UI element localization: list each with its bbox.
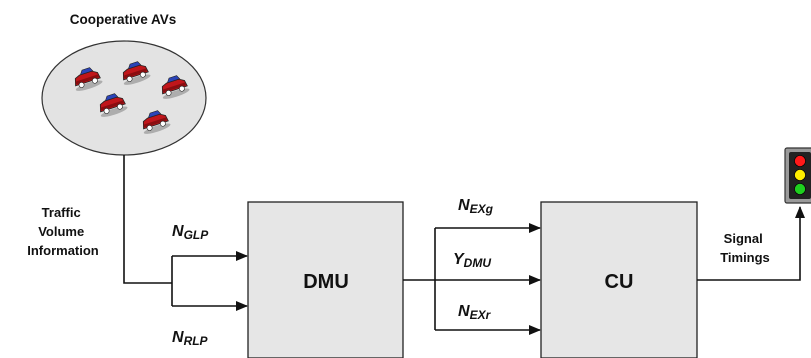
- av-cluster: [41, 40, 207, 156]
- y-dmu-label: YDMU: [453, 251, 491, 270]
- cu-box: [540, 201, 698, 358]
- n-glp-label: NGLP: [172, 223, 209, 242]
- n-rlp-label: NRLP: [172, 329, 209, 348]
- info-wire: [123, 155, 172, 284]
- dmu-box: [247, 201, 404, 358]
- cu-label: CU: [605, 271, 634, 293]
- input-label-line2: Volume: [38, 224, 84, 239]
- traffic-light-icon: [784, 147, 811, 204]
- input-label: Traffic Volume Information: [27, 205, 99, 258]
- dmu-label: DMU: [303, 271, 349, 293]
- output-label: Signal Timings: [720, 231, 770, 265]
- n-exr-label: NEXr: [458, 303, 492, 322]
- input-label-line1: Traffic: [42, 205, 81, 220]
- output-label-line1: Signal: [724, 231, 763, 246]
- output-label-line2: Timings: [720, 250, 770, 265]
- input-label-line3: Information: [27, 243, 99, 258]
- n-exg-label: NEXg: [458, 197, 494, 216]
- title-cooperative-avs: Cooperative AVs: [70, 12, 177, 27]
- signal-timings-arrow: [697, 206, 805, 281]
